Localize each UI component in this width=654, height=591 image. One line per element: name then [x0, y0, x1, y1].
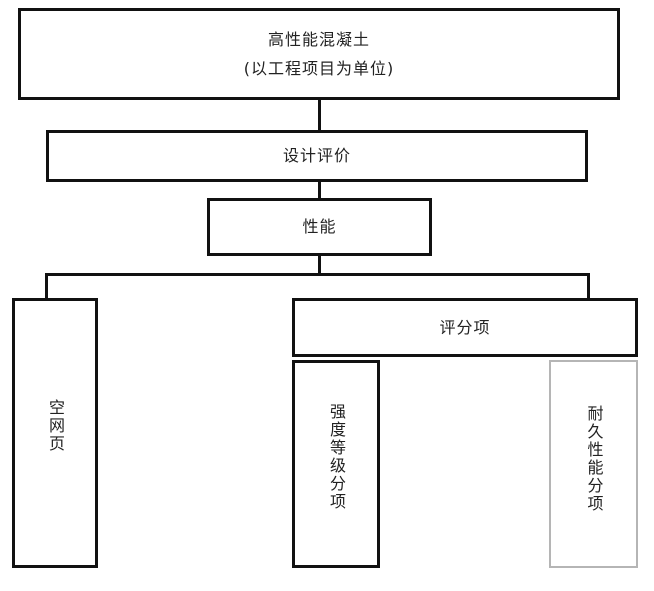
- root-node-title: 高性能混凝土: [267, 30, 370, 50]
- strength-grade-label: 强度等级分项: [327, 403, 346, 511]
- root-node-text: 高性能混凝土 (以工程项目为单位): [244, 30, 395, 77]
- connector-design-performance: [318, 182, 321, 198]
- connector-branch-left: [45, 273, 48, 298]
- performance-label: 性能: [302, 217, 337, 237]
- connector-branch-horizontal: [45, 273, 590, 276]
- scoring-items-node: 评分项: [292, 298, 638, 357]
- connector-branch-right: [587, 273, 590, 298]
- empty-page-label: 空网页: [46, 399, 65, 453]
- root-node: 高性能混凝土 (以工程项目为单位): [18, 8, 620, 100]
- root-node-subtitle: (以工程项目为单位): [243, 58, 395, 78]
- empty-page-node: 空网页: [12, 298, 98, 568]
- scoring-items-label: 评分项: [439, 317, 491, 337]
- performance-node: 性能: [207, 198, 432, 256]
- connector-root-design: [318, 100, 321, 130]
- connector-performance-down: [318, 256, 321, 276]
- durability-label: 耐久性能分项: [584, 405, 604, 513]
- design-evaluation-node: 设计评价: [46, 130, 588, 182]
- strength-grade-node: 强度等级分项: [292, 360, 380, 568]
- design-evaluation-label: 设计评价: [282, 146, 351, 166]
- durability-node: 耐久性能分项: [549, 360, 638, 568]
